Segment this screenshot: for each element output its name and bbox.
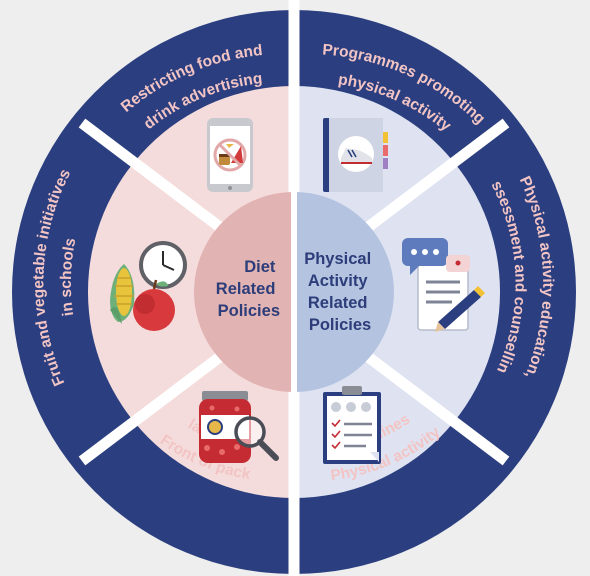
clipboard-checklist-icon [323, 386, 381, 464]
fruit-vegetable-clock-icon [110, 241, 187, 331]
no-junk-food-phone-icon [207, 118, 253, 192]
pa-hub-half [294, 192, 394, 392]
svg-text:in schools: in schools [58, 237, 80, 318]
pa-hub-line-3: Related [308, 294, 368, 312]
pa-hub-line-2: Activity [308, 272, 368, 290]
diet-hub-line-2: Related [216, 280, 276, 298]
svg-text:Physical Activity: Physical Activity Related Policies [304, 250, 376, 334]
shoe-book-icon [323, 118, 388, 192]
svg-text:Diet Related Polic: Diet Related Policies [216, 258, 280, 320]
chat-notepad-pen-icon [402, 238, 485, 332]
jar-magnifier-icon [199, 391, 279, 463]
hub: Diet Related Policies Physical Activity … [194, 192, 394, 392]
diet-hub-line-3: Policies [218, 302, 280, 320]
pa-hub-line-4: Policies [309, 316, 371, 334]
segment-2-line-2: in schools [58, 237, 80, 318]
diet-hub-line-1: Diet [244, 258, 276, 276]
diet-hub-half [194, 192, 294, 392]
pa-hub-line-1: Physical [304, 250, 371, 268]
